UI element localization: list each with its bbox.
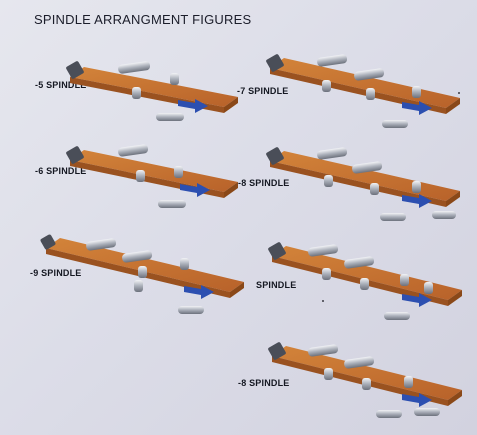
figure-label-9-spindle: -9 SPINDLE [30, 268, 82, 278]
figure-label-8-spindle: -8 SPINDLE [238, 178, 290, 188]
spindle-figure-unnumbered [264, 238, 464, 333]
spindle-figure-8-bottom [264, 338, 464, 433]
board-illustration [66, 144, 238, 208]
spindle-figure-7 [262, 50, 462, 140]
figure-label-spindle: SPINDLE [256, 280, 297, 290]
spindle-figure-8 [262, 143, 462, 233]
spindle-figure-5 [60, 55, 250, 140]
figure-label-7-spindle: -7 SPINDLE [237, 86, 289, 96]
figure-label-8-spindle-bottom: -8 SPINDLE [238, 378, 290, 388]
figure-label-5-spindle: -5 SPINDLE [35, 80, 87, 90]
board-illustration [266, 147, 460, 221]
board-illustration [268, 242, 462, 320]
spindle-figure-6 [62, 140, 252, 225]
decorative-speck [458, 92, 460, 94]
board-illustration [40, 234, 244, 314]
board-illustration [266, 54, 460, 128]
spindle-figure-9 [38, 230, 248, 325]
board-illustration [268, 342, 462, 418]
page-title: SPINDLE ARRANGMENT FIGURES [34, 12, 252, 27]
figure-label-6-spindle: -6 SPINDLE [35, 166, 87, 176]
decorative-speck [322, 300, 324, 302]
board-illustration [66, 61, 238, 121]
